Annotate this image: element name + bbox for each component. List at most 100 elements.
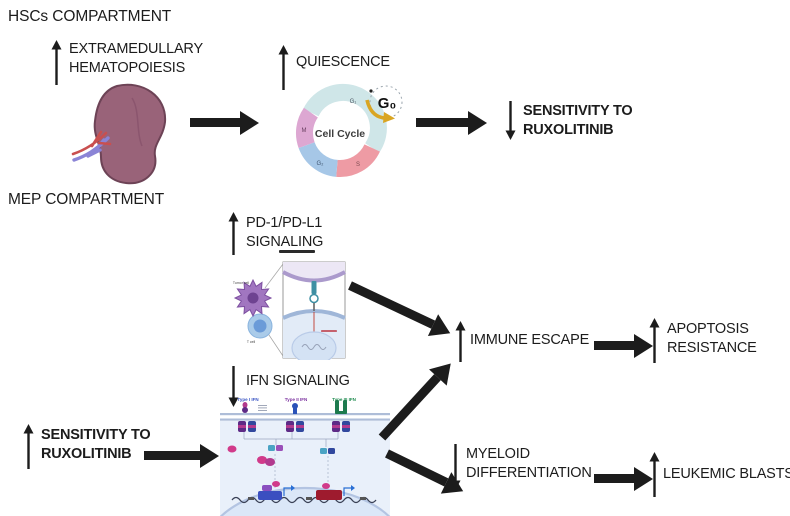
m-segment: [296, 107, 319, 148]
g0-label: G₀: [378, 95, 396, 112]
tumor-membrane: [282, 270, 346, 283]
apoptosis-resistance-label: APOPTOSIS RESISTANCE: [648, 318, 757, 364]
type3-receptor-arm: [335, 400, 339, 414]
micro-caption: [279, 250, 315, 253]
pd1-pdl1-illustration: Tumor cell T cell: [233, 250, 346, 360]
g2-phase-label: G₂: [317, 161, 325, 167]
stat-dimer: [257, 456, 267, 464]
signal-connectors: [243, 432, 339, 447]
down-arrow-icon: [228, 366, 239, 407]
up-arrow-icon: [455, 321, 466, 362]
label-line: MYELOID: [466, 446, 530, 462]
label-line: DIFFERENTIATION: [466, 465, 592, 481]
flow-arrow-spleen-to-cellcycle: [190, 118, 240, 127]
hsc-compartment-title: HSCs COMPARTMENT: [8, 8, 172, 25]
micro-legend: [258, 410, 267, 411]
magnify-line: [266, 331, 284, 357]
g1-segment: [303, 83, 387, 153]
transcription-complex-isg: [258, 481, 295, 500]
extramedullary-label: EXTRAMEDULLARY HEMATOPOIESIS: [50, 40, 203, 86]
up-arrow-icon: [649, 452, 660, 497]
type1-ifn-label: Type I IFN: [237, 397, 258, 402]
tumor-cell-nucleus: [247, 292, 259, 304]
immune-escape-label: IMMUNE ESCAPE: [454, 321, 589, 363]
label-line: APOPTOSIS: [667, 321, 749, 337]
type3-ifn-label: Type III IFN: [332, 397, 356, 402]
type2-ligand: [293, 408, 297, 414]
g1-phase-label: G₁: [350, 99, 357, 105]
label-line: EXTRAMEDULLARY: [69, 41, 203, 57]
pd1-pdl1-signaling-label: PD-1/PD-L1 SIGNALING: [227, 212, 323, 256]
down-arrow-icon: [505, 101, 516, 140]
micro-legend: [258, 407, 267, 409]
type1-ligand: [242, 407, 248, 413]
magnify-line: [264, 263, 284, 289]
cell-cycle-illustration: G₁ S G₂ M Cell Cycle G₀: [296, 83, 403, 177]
dna-strand: [231, 496, 377, 504]
s-phase-label: S: [356, 162, 360, 168]
label-line: QUIESCENCE: [296, 54, 390, 70]
up-arrow-icon: [649, 318, 660, 363]
myeloid-differentiation-label: MYELOID DIFFERENTIATION: [449, 443, 592, 490]
stat-complex: [276, 445, 283, 451]
pd1-receptor-stem: [313, 303, 315, 311]
type1-ligand: [242, 402, 248, 408]
stat-complex: [268, 445, 275, 451]
t-cell-nucleus: [253, 319, 267, 333]
type2-receptor: [286, 421, 304, 432]
membrane-outer: [220, 413, 390, 416]
stat-complex: [320, 448, 327, 454]
label-line: HEMATOPOIESIS: [69, 60, 186, 76]
tumor-membrane-region: [283, 262, 345, 281]
up-arrow-icon: [23, 424, 34, 469]
label-line: LEUKEMIC BLASTS: [663, 466, 790, 482]
spleen-body: [93, 83, 167, 185]
stat-complex: [328, 448, 335, 454]
ifn-pathway-illustration: Type I IFN Type II IFN Type III IFN: [219, 397, 391, 516]
transcription-complex-gas: [316, 483, 355, 500]
pd1-binding-site: [309, 293, 319, 304]
label-line: IMMUNE ESCAPE: [470, 332, 590, 348]
label-line: IFN SIGNALING: [246, 373, 350, 389]
g2-segment: [298, 141, 339, 177]
dna-squiggle: [301, 344, 327, 350]
type2-ifn-label: Type II IFN: [285, 397, 307, 402]
tcell-membrane: [282, 309, 346, 320]
gene-box: [248, 497, 254, 500]
m-phase-label: M: [302, 128, 307, 134]
g0-exit-arrow: [365, 99, 386, 120]
g0-exit-arrowhead: [383, 112, 395, 123]
down-arrow-icon: [450, 444, 461, 490]
spleen-artery: [71, 130, 112, 156]
sensitivity-up-label: SENSITIVITY TO RUXOLITINIB: [22, 424, 151, 470]
spleen-illustration: [71, 83, 167, 185]
flow-arrow-pd1-to-immune-escape: [348, 281, 436, 329]
flow-arrow-ruxolitinib-to-ifn: [144, 451, 200, 460]
g0-dot: [369, 89, 373, 93]
tumor-cell-label: Tumor cell: [233, 281, 249, 285]
up-arrow-icon: [51, 40, 62, 85]
micro-legend: [258, 405, 267, 406]
label-line: RUXOLITINIB: [523, 122, 614, 138]
micro-red-caption: [321, 330, 337, 332]
membrane-inner: [220, 418, 390, 421]
up-arrow-icon: [278, 45, 289, 90]
sensitivity-down-label: SENSITIVITY TO RUXOLITINIB: [504, 100, 633, 140]
type3-receptor-base: [335, 411, 347, 414]
quiescence-label: QUIESCENCE: [277, 45, 390, 91]
leukemic-blasts-label: LEUKEMIC BLASTS: [648, 452, 790, 498]
mep-compartment-title: MEP COMPARTMENT: [8, 191, 165, 208]
cell-cycle-center-label: Cell Cycle: [315, 128, 365, 140]
flow-arrow-immune-to-apoptosis: [594, 341, 634, 350]
stat-dimer: [265, 458, 275, 466]
t-cell-label: T cell: [247, 340, 256, 344]
label-line: RESISTANCE: [667, 340, 757, 356]
up-arrow-icon: [228, 212, 239, 255]
flow-arrow-myeloid-to-leukemic: [594, 474, 634, 483]
pdl1-receptor: [311, 281, 317, 294]
type1-receptor: [238, 421, 256, 432]
g0-dotted-circle: [369, 85, 403, 119]
flow-arrow-ifn-to-myeloid: [385, 449, 449, 487]
label-line: SENSITIVITY TO: [41, 427, 151, 443]
